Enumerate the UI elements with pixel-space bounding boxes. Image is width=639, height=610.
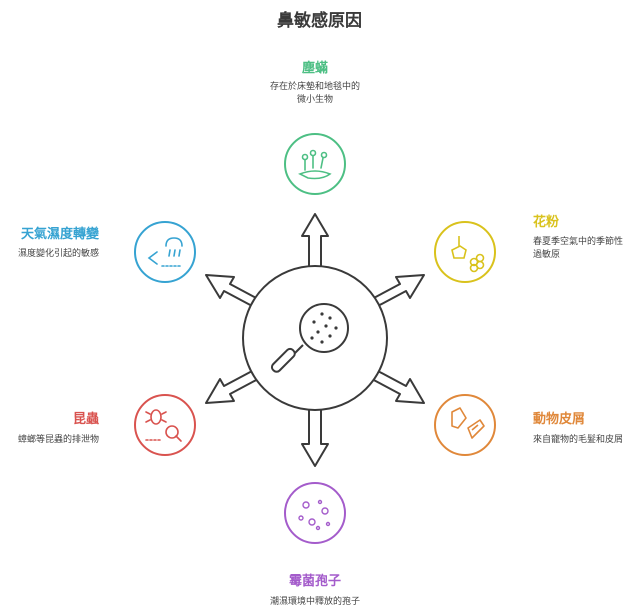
- pollen-desc-line2: 過敏原: [533, 250, 561, 260]
- flower-icon: [451, 236, 485, 273]
- insect-description: 蟑螂等昆蟲的排泄物: [17, 435, 99, 445]
- insect-node: [134, 394, 196, 456]
- bug-magnifier-icon: [145, 409, 182, 442]
- pollen-label: 花粉: [533, 215, 560, 230]
- mold-spore-node: [284, 482, 346, 544]
- pollen-description: 春夏季空氣中的季節性 過敏原: [533, 236, 637, 262]
- mold-spore-description: 潮濕環境中釋放的孢子: [269, 597, 360, 607]
- pollen-node: [434, 221, 496, 283]
- arrow-lower-right: [369, 369, 425, 404]
- dust-mite-label: 塵蟎: [301, 61, 328, 76]
- pet-dander-label: 動物皮屑: [533, 412, 586, 427]
- dust-mite-icon: [298, 149, 332, 180]
- dust-mite-node: [284, 133, 346, 195]
- cloud-rain-icon: [147, 237, 183, 267]
- arrow-upper-right: [369, 274, 425, 308]
- weather-humidity-description: 濕度變化引起的敏感: [17, 249, 99, 259]
- arrow-upper-left: [205, 274, 261, 308]
- weather-humidity-label: 天氣濕度轉變: [20, 227, 99, 242]
- pollen-desc-line1: 春夏季空氣中的季節性: [533, 237, 624, 247]
- dust-mite-desc-line2: 微小生物: [296, 95, 333, 105]
- weather-humidity-node: [134, 221, 196, 283]
- diagram-title: 鼻敏感原因: [277, 11, 362, 31]
- mold-spore-label: 霉菌孢子: [288, 574, 341, 589]
- dust-mite-desc-line1: 存在於床墊和地毯中的: [269, 82, 360, 92]
- arrow-lower-left: [205, 369, 261, 404]
- pet-dander-node: [434, 394, 496, 456]
- hub-circle: [242, 265, 388, 411]
- particle-dots-icon: [310, 312, 338, 344]
- spore-icon: [298, 499, 331, 531]
- pet-icon: [451, 407, 485, 439]
- insect-label: 昆蟲: [72, 412, 99, 427]
- dust-mite-description: 存在於床墊和地毯中的 微小生物: [245, 81, 385, 107]
- pet-dander-description: 來自寵物的毛髮和皮屑: [533, 435, 624, 445]
- magnifier-icon: [270, 303, 349, 373]
- arrow-up: [301, 213, 329, 273]
